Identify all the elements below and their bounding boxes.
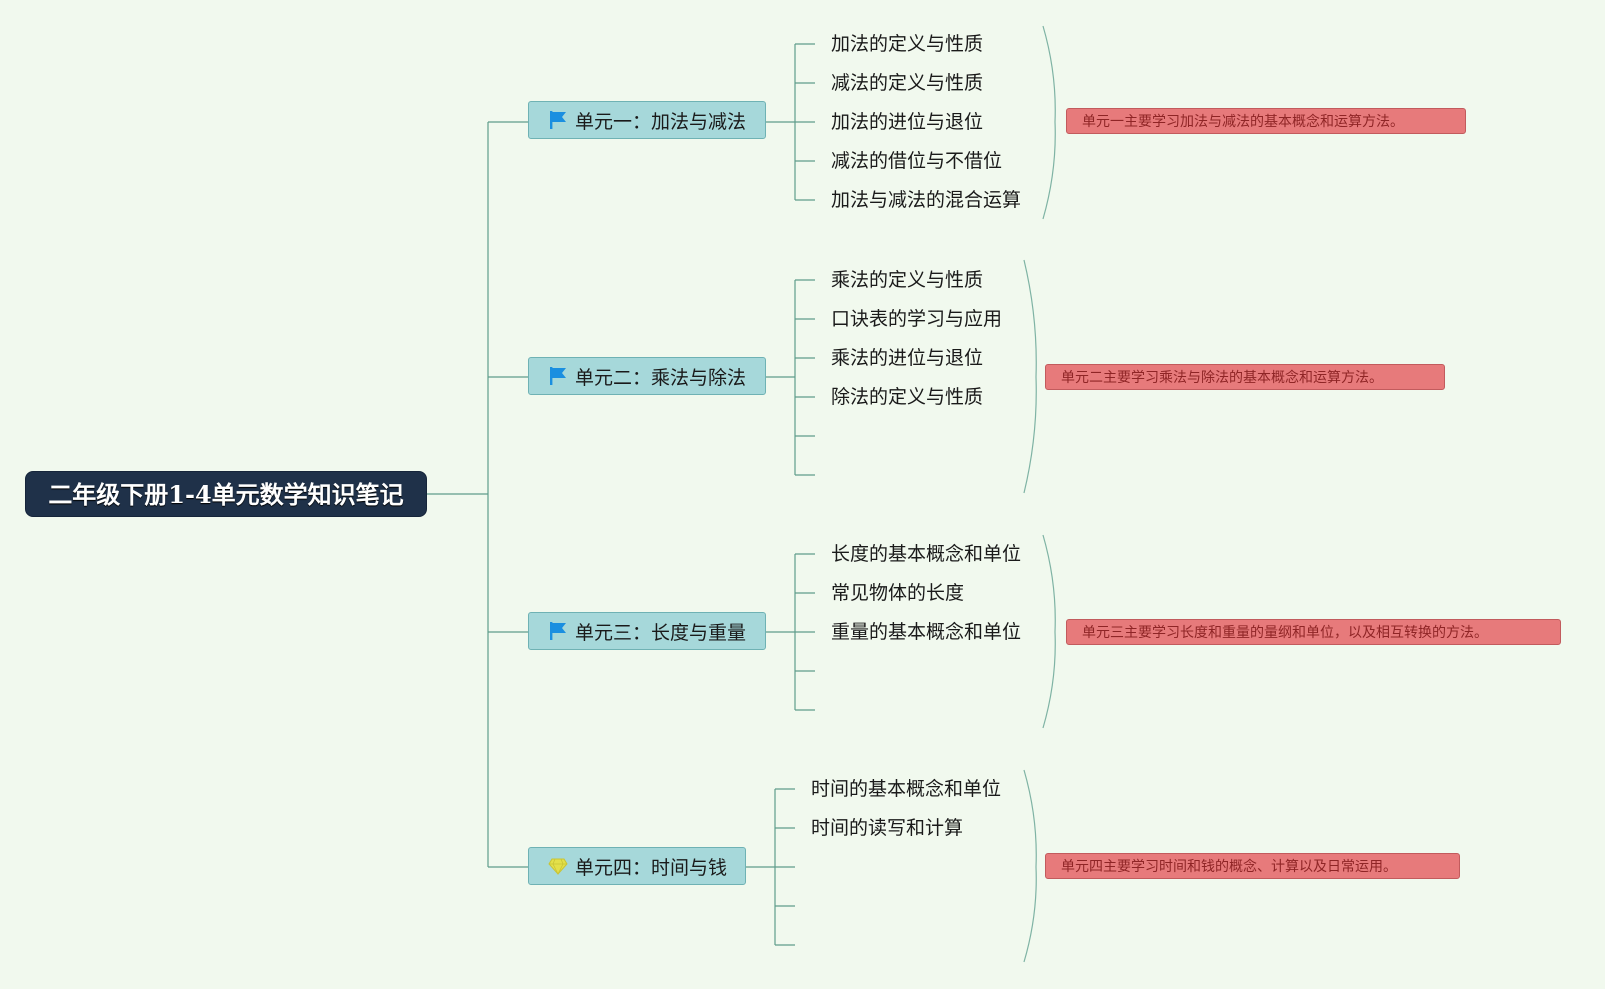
topic-item[interactable]: 除法的定义与性质 (831, 386, 984, 408)
summary-note[interactable]: 单元一主要学习加法与减法的基本概念和运算方法。 (1066, 108, 1466, 134)
summary-brace (1023, 259, 1037, 494)
summary-brace (1023, 769, 1037, 963)
summary-note[interactable]: 单元四主要学习时间和钱的概念、计算以及日常运用。 (1045, 853, 1460, 879)
topic-item[interactable]: 时间的读写和计算 (811, 817, 964, 839)
unit-node-1[interactable]: 单元一：加法与减法 (528, 101, 766, 139)
topic-item[interactable]: 减法的定义与性质 (831, 72, 984, 94)
topic-item[interactable]: 常见物体的长度 (831, 582, 965, 604)
topic-item[interactable]: 减法的借位与不借位 (831, 150, 1003, 172)
summary-brace (1042, 534, 1056, 729)
unit-label: 单元四：时间与钱 (575, 856, 728, 879)
summary-brace (1042, 25, 1056, 220)
root-topic[interactable]: 二年级下册1-4单元数学知识笔记 (25, 471, 427, 517)
summary-note[interactable]: 单元三主要学习长度和重量的量纲和单位，以及相互转换的方法。 (1066, 619, 1561, 645)
summary-note[interactable]: 单元二主要学习乘法与除法的基本概念和运算方法。 (1045, 364, 1445, 390)
topic-item[interactable]: 加法的定义与性质 (831, 33, 984, 55)
unit-node-4[interactable]: 单元四：时间与钱 (528, 847, 746, 885)
topic-item[interactable]: 加法的进位与退位 (831, 111, 984, 133)
topic-item[interactable]: 口诀表的学习与应用 (831, 308, 1003, 330)
topic-item[interactable]: 长度的基本概念和单位 (831, 543, 1022, 565)
topic-item[interactable]: 时间的基本概念和单位 (811, 778, 1002, 800)
topic-item[interactable]: 重量的基本概念和单位 (831, 621, 1022, 643)
flag-icon (547, 365, 569, 387)
unit-node-2[interactable]: 单元二：乘法与除法 (528, 357, 766, 395)
topic-item[interactable]: 加法与减法的混合运算 (831, 189, 1022, 211)
flag-icon (547, 620, 569, 642)
unit-label: 单元二：乘法与除法 (575, 366, 747, 389)
unit-label: 单元三：长度与重量 (575, 621, 747, 644)
topic-item[interactable]: 乘法的定义与性质 (831, 269, 984, 291)
flag-icon (547, 109, 569, 131)
unit-label: 单元一：加法与减法 (575, 110, 747, 133)
gem-icon (547, 855, 569, 877)
unit-node-3[interactable]: 单元三：长度与重量 (528, 612, 766, 650)
topic-item[interactable]: 乘法的进位与退位 (831, 347, 984, 369)
